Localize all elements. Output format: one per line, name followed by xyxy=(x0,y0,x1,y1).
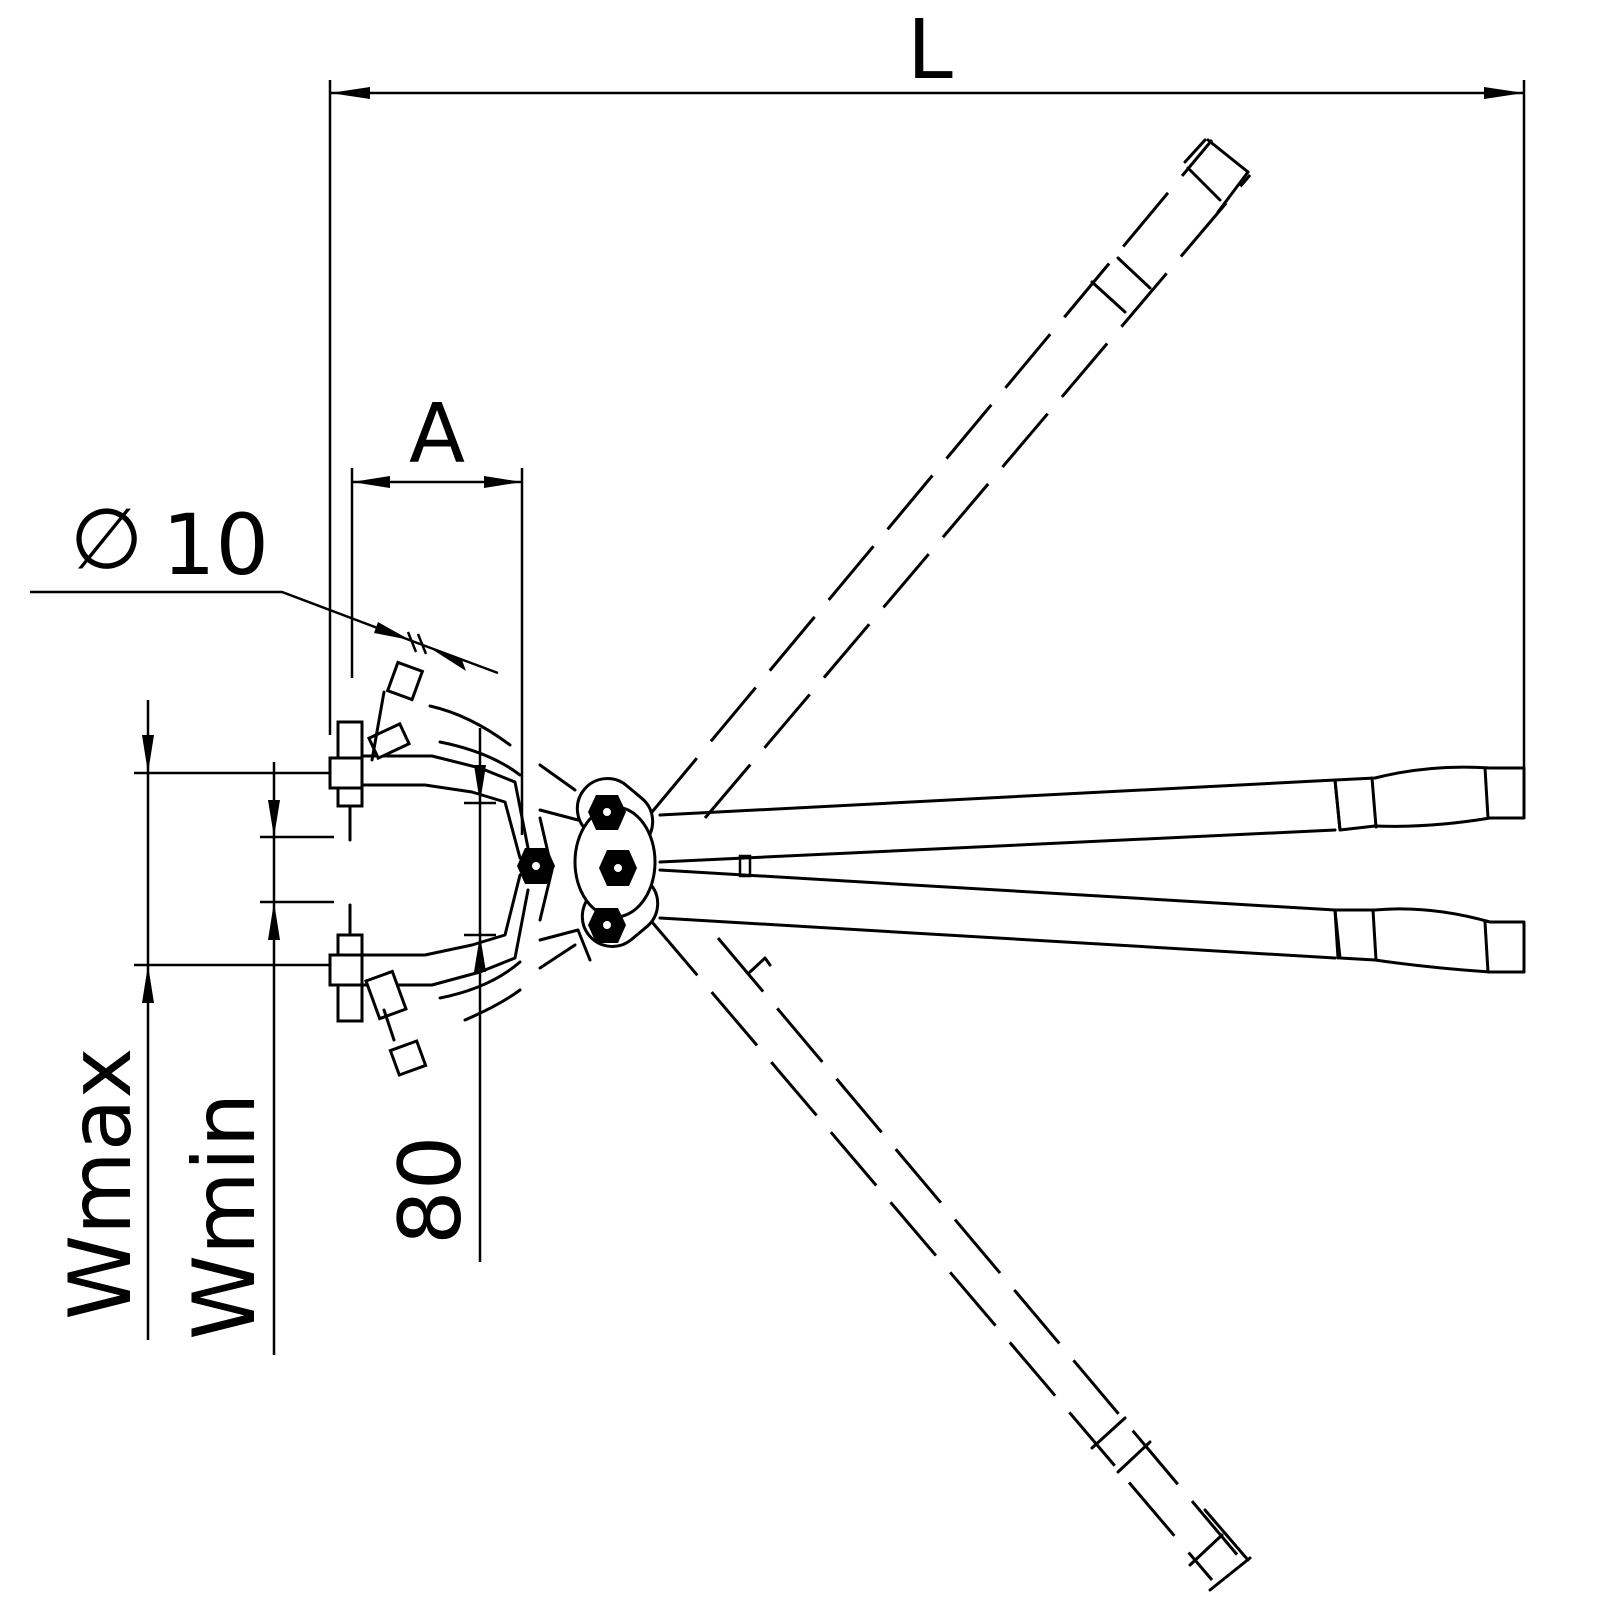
diameter-symbol: ∅ xyxy=(70,490,143,588)
dimension-l-label: L xyxy=(907,3,953,98)
dimension-wmin: Wmin xyxy=(175,762,334,1355)
wmax-label: Wmax xyxy=(51,1048,151,1320)
jaw-assembly xyxy=(328,660,530,1077)
dimension-diameter: ∅ 10 xyxy=(30,490,499,675)
pivot-head xyxy=(517,763,660,970)
dimension-l: L xyxy=(328,3,1526,805)
dimension-a-label: A xyxy=(409,387,465,482)
dimension-80-label: 80 xyxy=(381,1136,481,1245)
dimension-80: 80 xyxy=(381,728,496,1262)
handles-open-phantom xyxy=(650,138,1252,1592)
dimension-a: A xyxy=(350,387,524,835)
diameter-value: 10 xyxy=(162,496,269,594)
handles-closed xyxy=(658,765,1526,974)
dimension-wmax: Wmax xyxy=(51,700,360,1340)
wmin-label: Wmin xyxy=(175,1093,275,1340)
